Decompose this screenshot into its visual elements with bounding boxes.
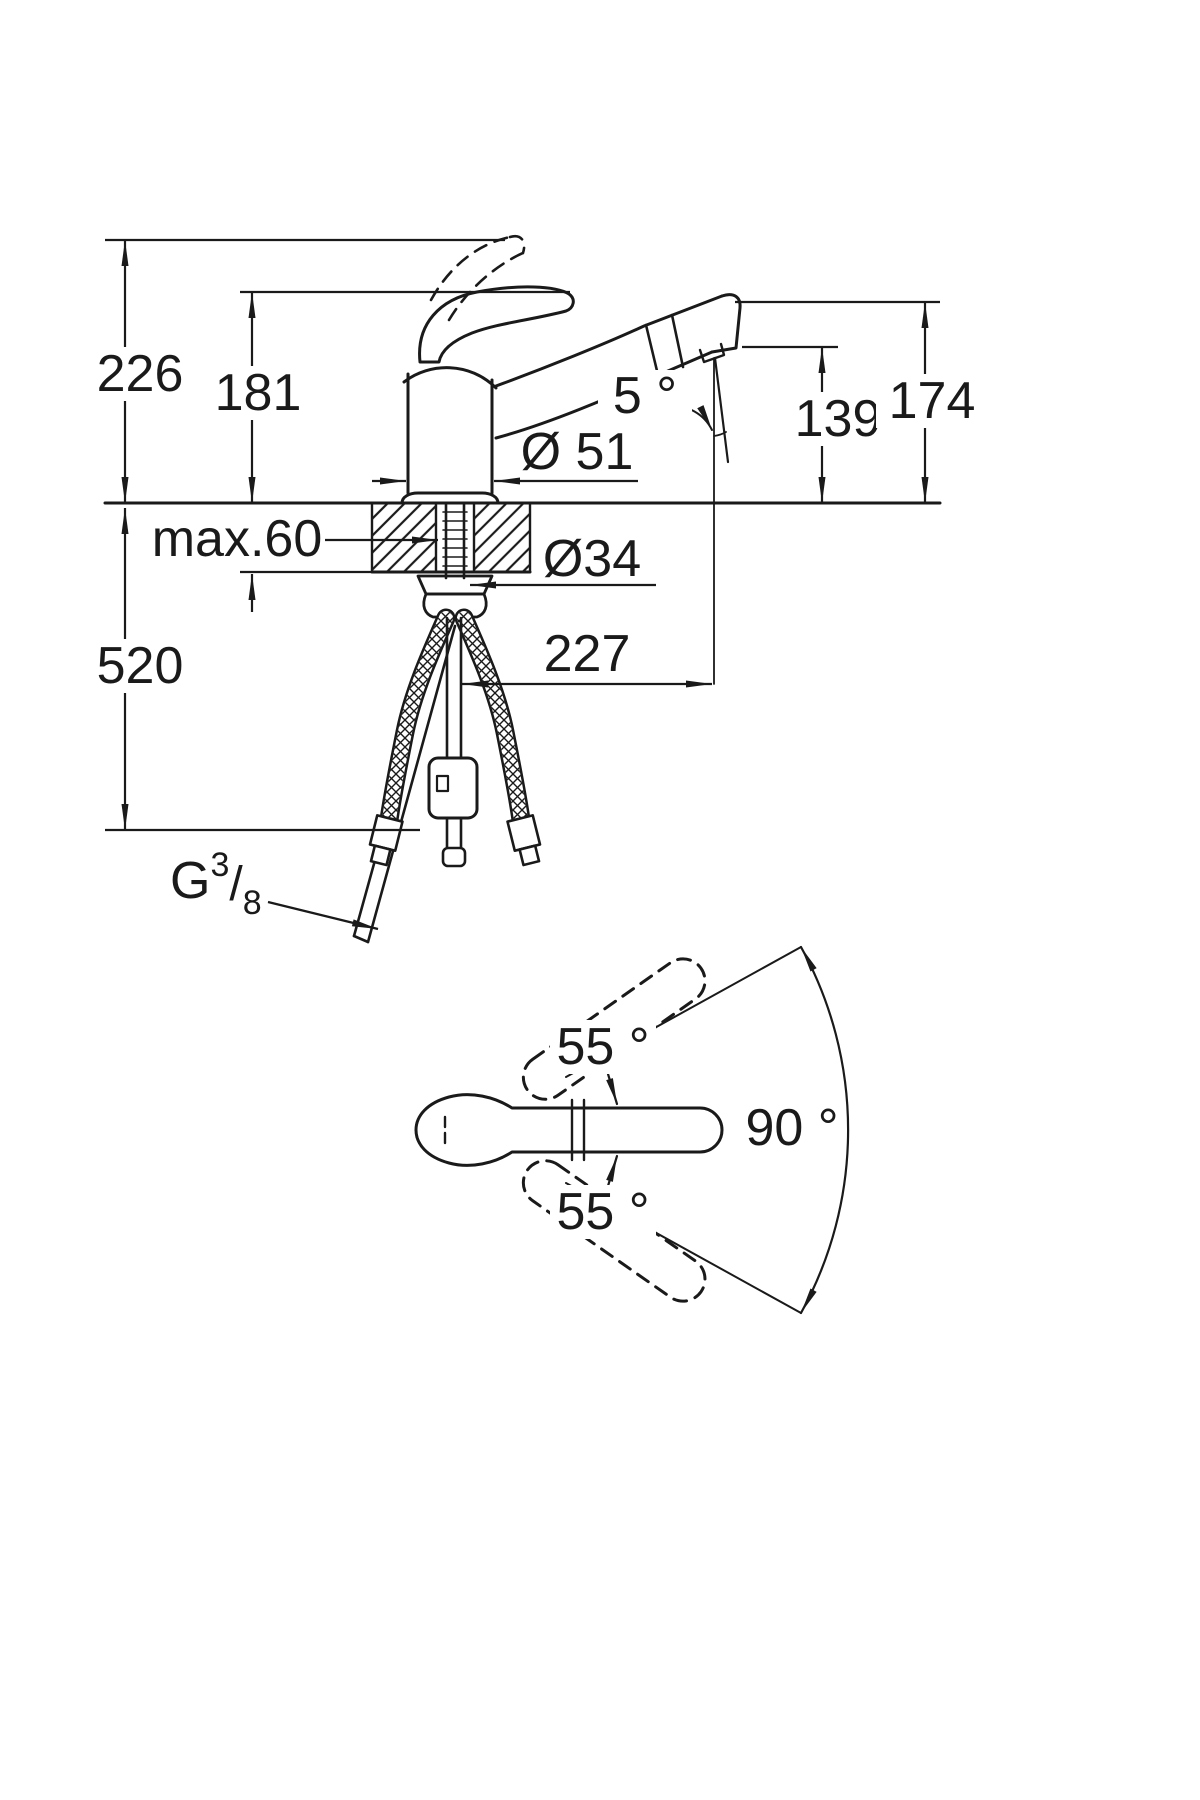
pullout-hose-weight	[427, 616, 479, 868]
label-bg	[84, 347, 196, 401]
leader-55-top	[606, 1072, 619, 1106]
dim-label-body-height: 181	[215, 364, 302, 422]
thread-slash: /	[229, 858, 243, 911]
faucet-lever	[418, 285, 575, 364]
faucet-body	[400, 366, 500, 505]
label-bg	[782, 392, 894, 446]
dim-label-spout-height: 174	[889, 372, 976, 430]
dimension-labels: 226 181 5 ° 139 174 Ø 51 max.60 Ø34 520 …	[84, 345, 988, 1241]
dim-label-deck-thickness: max.60	[152, 510, 323, 568]
spray-angle-reference	[665, 356, 730, 685]
handle-dashed-down	[521, 1159, 707, 1303]
dim-label-outlet-height: 139	[795, 390, 882, 448]
label-bg	[550, 1185, 656, 1239]
mounting-shank	[416, 501, 494, 619]
label-bg	[740, 1100, 844, 1156]
dim-label-hose-length: 520	[97, 637, 184, 695]
swivel-arc-90	[799, 945, 850, 1315]
label-bg	[202, 366, 314, 420]
thread-denominator: 8	[243, 884, 262, 922]
thread-numerator: 3	[210, 846, 229, 884]
label-bg	[84, 639, 196, 693]
counter-hatch-left	[373, 504, 436, 571]
label-bg	[876, 374, 988, 428]
dim-label-shank-diameter: Ø34	[543, 530, 641, 588]
label-bg	[550, 1020, 656, 1074]
dim-label-total-height: 226	[97, 345, 184, 403]
faucet-lever-raised-dashed	[429, 234, 526, 322]
label-bg	[598, 370, 692, 422]
dim-label-spray-angle: 5 °	[613, 367, 677, 425]
faucet-side-view	[103, 234, 942, 944]
leader-55-bottom	[606, 1154, 619, 1188]
dim-label-thread-size: G3/8	[170, 846, 262, 922]
handle-solid	[414, 1093, 724, 1167]
supply-hose-right	[454, 608, 542, 867]
thread-leader	[267, 900, 379, 931]
dim-label-swivel-55-bottom: 55 °	[556, 1183, 649, 1241]
thread-g: G	[170, 852, 210, 910]
dim-label-swivel-55-top: 55 °	[556, 1018, 649, 1076]
dim-label-base-diameter: Ø 51	[521, 423, 634, 481]
dim-label-swivel-90: 90 °	[745, 1099, 838, 1157]
counter-hatch-right	[474, 504, 529, 571]
hose-weight	[427, 756, 479, 820]
dim-label-spout-reach: 227	[544, 625, 631, 683]
supply-hose-left	[368, 608, 456, 867]
